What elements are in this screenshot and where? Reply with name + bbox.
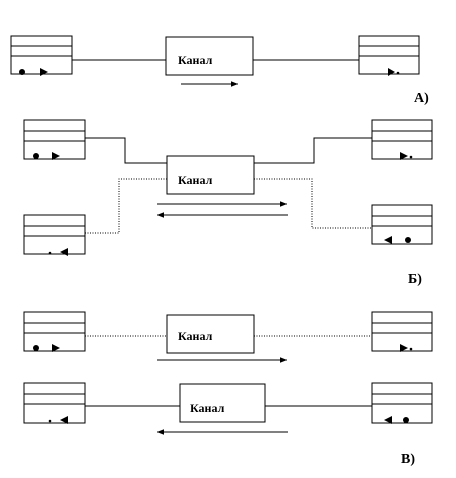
section-a: Канал А) [10,35,429,106]
sender-terminal-v-top [23,311,86,352]
section-label: Б) [408,272,422,287]
token-small-icon [48,251,52,255]
token-small-icon [396,71,400,75]
play-triangle-icon [400,344,408,352]
receiver-terminal-b-right [371,119,433,160]
section-v: Канал Канал [23,311,433,467]
play-triangle-left-icon [384,236,392,244]
sender-terminal-b-right [371,204,433,245]
link-line-dotted [254,178,372,229]
receiver-terminal-v-top [371,311,433,352]
play-triangle-icon [388,68,395,76]
play-triangle-icon [400,152,408,160]
sender-terminal-v-bottom [371,382,433,424]
token-small-icon [409,347,413,351]
channel-box-v-top: Канал [166,314,255,354]
channel-box-v-bottom: Канал [179,383,266,423]
receiver-terminal-v-bottom [23,382,86,424]
receiver-terminal-b-left [23,214,86,256]
section-label: А) [414,91,429,106]
play-triangle-left-icon [60,248,68,256]
token-dot-icon [403,417,409,423]
channel-box-b: Канал [166,155,255,195]
token-dot-icon [405,237,411,243]
token-small-icon [409,155,413,159]
token-dot-icon [19,69,25,75]
sender-terminal-b [23,119,86,160]
channel-box-a: Канал [165,36,254,76]
token-dot-icon [33,153,39,159]
link-line-dotted [85,178,167,234]
channel-label: Канал [178,173,213,187]
section-b: Канал Б) [23,119,433,287]
channel-label: Канал [190,401,225,415]
sender-terminal-a [10,35,73,76]
link-line [254,137,372,164]
play-triangle-icon [40,68,48,76]
link-line [85,137,167,164]
channel-label: Канал [178,53,213,67]
token-small-icon [48,419,52,423]
play-triangle-icon [52,152,60,160]
channel-label: Канал [178,329,213,343]
token-dot-icon [33,345,39,351]
section-label: В) [401,452,415,467]
play-triangle-left-icon [384,416,392,424]
play-triangle-left-icon [60,416,68,424]
receiver-terminal-a [358,35,420,76]
play-triangle-icon [52,344,60,352]
